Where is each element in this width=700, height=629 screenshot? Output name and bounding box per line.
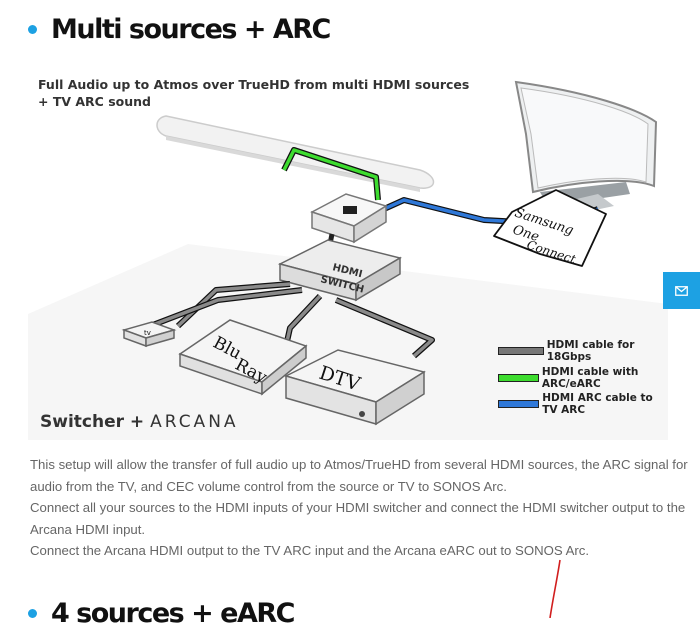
samsung-one-connect-note: Samsung One Connect <box>493 189 607 267</box>
brand-text: Switcher + <box>40 412 145 432</box>
diagram-caption-line-1: Full Audio up to Atmos over TrueHD from … <box>38 77 470 92</box>
legend-item-18gbps: HDMI cable for 18Gbps <box>498 339 668 363</box>
contact-side-tab[interactable] <box>663 272 700 309</box>
legend-green-swatch <box>498 374 539 382</box>
apple-tv-device: tv <box>121 321 177 348</box>
legend-item-tv-arc: HDMI ARC cable to TV ARC <box>498 392 668 416</box>
dtv-device: DTV <box>283 349 426 426</box>
appletv-label: tv <box>144 329 151 337</box>
diagram-caption-line-2: + TV ARC sound <box>38 94 151 109</box>
bluray-player-device: Blu Ray <box>178 319 308 396</box>
section-heading-text: 4 sources + eARC <box>51 598 295 629</box>
legend-label: HDMI cable for 18Gbps <box>546 339 635 363</box>
diagram-illustration: HDMI SWITCH tv Blu Ray <box>28 80 668 440</box>
connection-diagram: HDMI SWITCH tv Blu Ray <box>28 64 668 440</box>
bullet-icon <box>28 25 37 34</box>
bullet-icon <box>28 609 37 618</box>
hdmi-switch-device: HDMI SWITCH <box>277 239 402 302</box>
arcana-device <box>310 193 388 244</box>
arcana-logo: ARCANA <box>150 412 239 432</box>
legend-gray-swatch <box>498 347 544 355</box>
mail-icon <box>675 285 688 296</box>
description-line-1: This setup will allow the transfer of fu… <box>30 457 688 494</box>
legend-blue-swatch <box>498 400 540 408</box>
description-line-3: Connect the Arcana HDMI output to the TV… <box>30 543 590 559</box>
legend-item-arc-earc: HDMI cable with ARC/eARC <box>498 366 668 390</box>
legend-label: HDMI cable with ARC/eARC <box>541 366 639 390</box>
section-heading-multi-sources: Multi sources + ARC <box>28 14 331 45</box>
setup-description: This setup will allow the transfer of fu… <box>30 454 690 562</box>
tv-illustration <box>514 80 658 214</box>
legend-label: HDMI ARC cable to TV ARC <box>542 392 653 416</box>
section-heading-text: Multi sources + ARC <box>51 14 331 45</box>
section-heading-4-sources: 4 sources + eARC <box>28 598 295 629</box>
description-line-2: Connect all your sources to the HDMI inp… <box>30 500 686 537</box>
switcher-arcana-brand: Switcher + ARCANA <box>40 412 239 432</box>
